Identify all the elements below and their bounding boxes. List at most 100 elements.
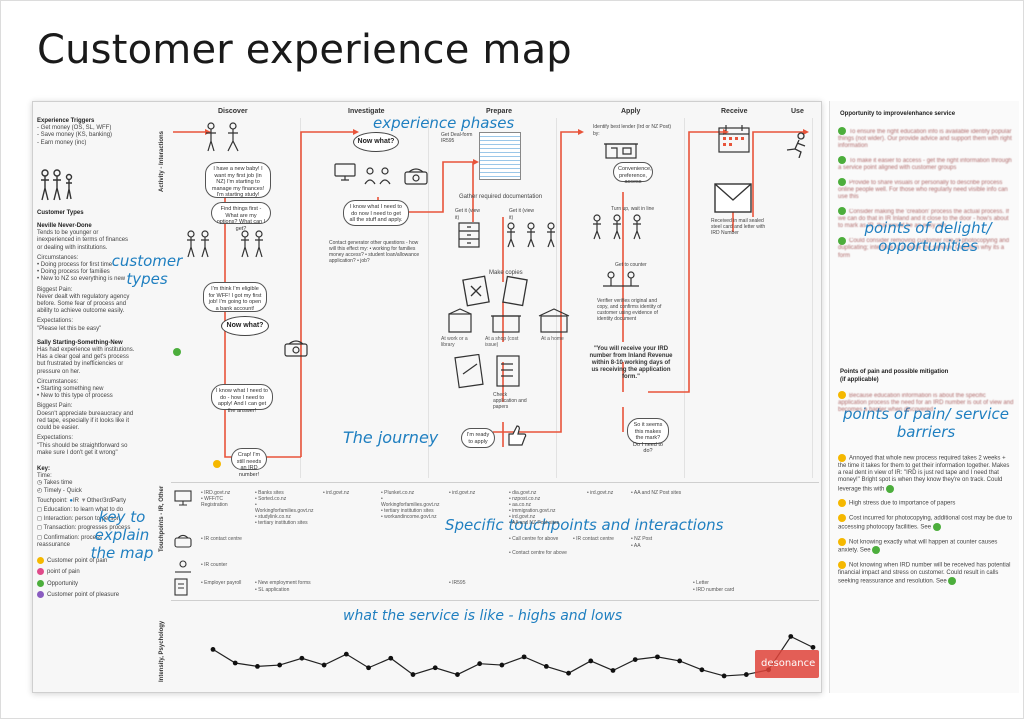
persona-name: Neville Never-Done: [37, 223, 92, 230]
intensity-point: [810, 644, 816, 650]
touchpoint-item: • IR contact centre: [201, 536, 242, 542]
opportunity-heading: Opportunity to improve/enhance service: [840, 111, 956, 117]
intensity-point: [299, 655, 305, 661]
pain-item: Annoyed that whole new process required …: [838, 454, 1010, 493]
pain-item: Cost incurred for photocopying, addition…: [838, 514, 1013, 531]
pain-item: Not knowing exactly what will happen at …: [838, 537, 998, 555]
opportunity-item: Provide to share visuals or personally t…: [838, 178, 1008, 201]
get-deal-form: Get Deal-form IR595: [441, 132, 473, 144]
opportunity-icon: [838, 236, 846, 245]
intensity-point: [410, 672, 416, 677]
triggers-heading: Experience Triggers: [37, 118, 95, 124]
at-work: At work or a library: [441, 336, 468, 348]
annotation-experience-phases: experience phases: [373, 114, 515, 132]
opportunity-item: To make it easier to access - get the ri…: [838, 156, 1012, 171]
key-takes-time: ◷ Takes time: [37, 480, 73, 487]
interaction-icon: ◻: [37, 516, 44, 523]
persona-circumstance: • Starting something new: [37, 386, 104, 393]
ird-touchpoint-icon: ●: [69, 497, 73, 504]
intensity-line: [212, 635, 814, 677]
persona-name: Sally Starting-Something-New: [37, 339, 123, 346]
intensity-point: [677, 658, 683, 664]
key-item: ◻ Interaction: person to person: [37, 516, 121, 523]
touchpoint-row: • IRD.govt.nz• WFF/TC Registration • Ban…: [173, 488, 818, 526]
intensity-point: [210, 647, 216, 652]
persona-expectation: "Please let this be easy": [37, 325, 102, 332]
phase-investigate: Investigate: [348, 108, 385, 115]
intensity-line-chart: [210, 634, 816, 679]
persona-description: Has had experience with institutions. Ha…: [37, 347, 135, 375]
pain-icon: [37, 568, 44, 576]
opportunity-icon: [932, 522, 941, 531]
pain-point-icon: [213, 460, 221, 468]
at-home: At a home: [541, 336, 564, 342]
opportunity-icon: [948, 577, 957, 586]
key-item: ◻ Confirmation: process reassurance: [37, 534, 103, 548]
opportunity-icon: [838, 156, 846, 165]
key-touchpoint: Touchpoint: ●IR ▼Other/3rdParty: [37, 497, 126, 504]
people-icon: [41, 169, 73, 200]
touchpoint-list: • Plunket.co.nz• Workingforfamilies.govt…: [381, 490, 440, 520]
pain-point-icon: [37, 556, 44, 564]
slide-title: Customer experience map: [37, 27, 572, 73]
get-counter: Get to counter: [615, 262, 647, 268]
people-queue-icon: [507, 222, 555, 248]
intensity-point: [610, 668, 616, 673]
touchpoint-list: • ird.govt.nz: [323, 490, 350, 496]
touchpoint-item: • NZ Post: [631, 536, 653, 542]
persona-circumstance: • New to this type of process: [37, 393, 113, 400]
touchpoint-item: • AA: [631, 543, 641, 549]
opportunity-icon: [37, 579, 44, 587]
annotation-pain: points of pain/ service barriers: [842, 405, 1009, 441]
journey-flow: [173, 129, 809, 458]
intensity-point: [455, 672, 460, 677]
intensity-point: [321, 662, 327, 668]
persona-circumstance: • Doing process for families: [37, 269, 110, 276]
phase-use: Use: [791, 108, 804, 115]
customer-types-heading: Customer Types: [37, 209, 84, 216]
running-person-icon: [786, 132, 806, 158]
intensity-point: [366, 665, 371, 671]
right-panel: Opportunity to improve/enhance service T…: [829, 101, 1019, 693]
logo-text: desonance: [761, 658, 816, 669]
opportunity-icon: [838, 207, 846, 216]
copy-documents-icon: [462, 275, 528, 307]
confirmation-icon: ◻: [37, 534, 44, 541]
touchpoint-list: • dia.govt.nz• nzpost.co.nz• aa.co.nz• i…: [509, 490, 560, 526]
key-timely: ◴ Timely - Quick: [37, 487, 82, 494]
people-talking-icon: [364, 167, 391, 185]
pain-point-icon: [838, 454, 846, 463]
opportunity-item: To ensure the right education info is av…: [838, 127, 1012, 149]
legend-item: Opportunity: [37, 579, 135, 588]
document-icon: [479, 132, 521, 180]
shop-icon: [604, 143, 638, 159]
person-standing-icon: [206, 122, 239, 152]
row-label-intensity: Intensity, Psychology: [159, 620, 165, 682]
annotation-customer-types: customer types: [111, 252, 183, 288]
touchpoint-item: • IR counter: [201, 562, 228, 568]
legend-item: Customer point of pleasure: [37, 590, 135, 599]
touchpoint-item: • New employment forms: [255, 580, 311, 586]
received-note: Received in mail sealed steel card and l…: [711, 218, 766, 236]
trigger-item: - Get money (OS, SL, WFF): [37, 125, 112, 132]
intensity-point: [277, 662, 283, 668]
intensity-point: [699, 667, 705, 673]
form-icon: [174, 578, 188, 596]
thought-bubble: I know what I need to do - how I need to…: [211, 384, 273, 414]
key-heading: Key:: [37, 465, 51, 472]
intensity-point: [432, 665, 438, 671]
persona-circumstance: • Doing process for first time: [37, 262, 113, 269]
thought-bubble: Find things first - What are my options?…: [211, 202, 271, 232]
touchpoint-list: • AA and NZ Post sites: [631, 490, 682, 496]
touchpoint-item: • IR contact centre: [573, 536, 614, 542]
phone-icon: [174, 534, 192, 548]
clock-icon: ◴: [37, 487, 44, 494]
opportunity-icon: [838, 127, 846, 135]
touchpoint-list: • ird.govt.nz: [587, 490, 614, 496]
biggest-pain-label: Biggest Pain:: [37, 403, 73, 410]
buildings-icon: [448, 308, 570, 333]
computer-icon: [334, 163, 356, 181]
pain-heading: Points of pain and possible mitigation: [840, 369, 949, 375]
thought-bubble: So it seems this makes the mark? Do I ne…: [627, 418, 669, 454]
